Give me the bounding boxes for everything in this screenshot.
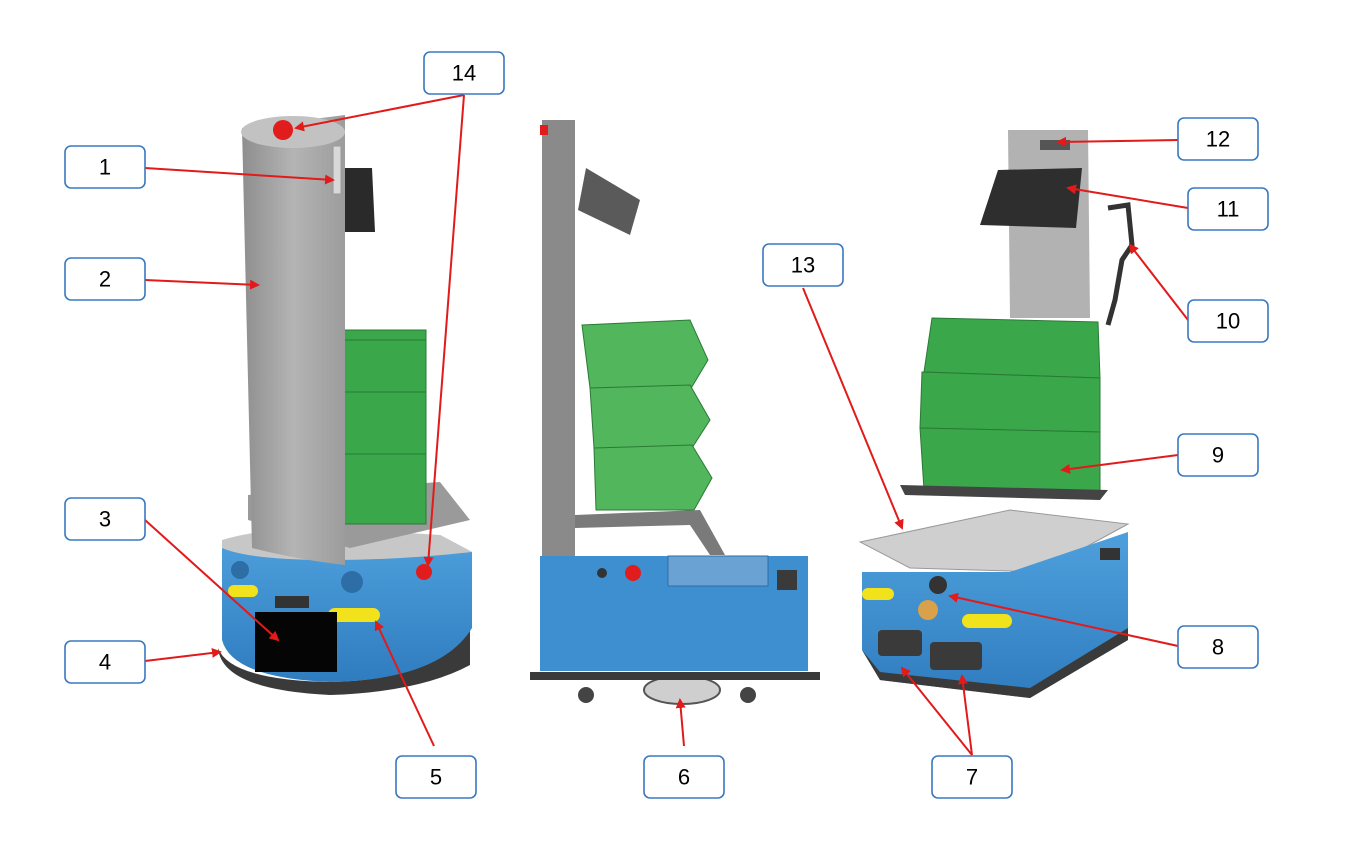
label-12: 12 [1177, 117, 1259, 161]
label-9-text: 9 [1212, 443, 1224, 468]
robot-rear-view [858, 130, 1135, 698]
label-3-text: 3 [99, 507, 111, 532]
label-6-text: 6 [678, 765, 690, 790]
estop-top [273, 120, 293, 140]
rear-screen [980, 168, 1082, 228]
side-storage-bins [581, 319, 713, 511]
label-8: 8 [1177, 625, 1259, 669]
drive-wheel [643, 675, 721, 705]
label-11-text: 11 [1217, 197, 1240, 222]
sensor-window [255, 612, 337, 672]
label-11: 11 [1187, 187, 1269, 231]
label-12-text: 12 [1206, 127, 1230, 152]
bumper-ring [218, 610, 470, 695]
label-14: 14 [423, 51, 505, 95]
label-13: 13 [762, 243, 844, 287]
label-4-text: 4 [99, 650, 111, 675]
rear-sensor-left [878, 630, 922, 656]
lidar [929, 576, 947, 594]
screen [345, 168, 375, 232]
label-2: 2 [64, 257, 146, 301]
label-1: 1 [64, 145, 146, 189]
handle [332, 145, 342, 195]
rear-storage-bins [919, 317, 1101, 499]
label-7-text: 7 [966, 765, 978, 790]
leader-lines [144, 94, 1189, 756]
label-10-text: 10 [1216, 309, 1240, 334]
side-monitor [578, 168, 640, 235]
side-mast [542, 120, 575, 560]
side-estop [625, 565, 641, 581]
label-9: 9 [1177, 433, 1259, 477]
estop-side [416, 564, 432, 580]
scanner [1105, 202, 1135, 326]
label-5-text: 5 [430, 765, 442, 790]
label-1-text: 1 [99, 155, 111, 180]
label-2-text: 2 [99, 267, 111, 292]
rear-sensor-right [930, 642, 982, 670]
mast [242, 115, 345, 565]
label-7: 7 [931, 755, 1013, 799]
label-10: 10 [1187, 299, 1269, 343]
storage-bins [339, 329, 427, 525]
label-14-text: 14 [452, 61, 476, 86]
indicator-light-right [328, 608, 380, 622]
label-8-text: 8 [1212, 635, 1224, 660]
robot-front-view [218, 115, 472, 695]
indicator-light-left [228, 585, 258, 597]
label-4: 4 [64, 640, 146, 684]
robot-side-view [530, 120, 820, 705]
label-13-text: 13 [791, 253, 815, 278]
label-3: 3 [64, 497, 146, 541]
label-5: 5 [395, 755, 477, 799]
label-6: 6 [643, 755, 725, 799]
